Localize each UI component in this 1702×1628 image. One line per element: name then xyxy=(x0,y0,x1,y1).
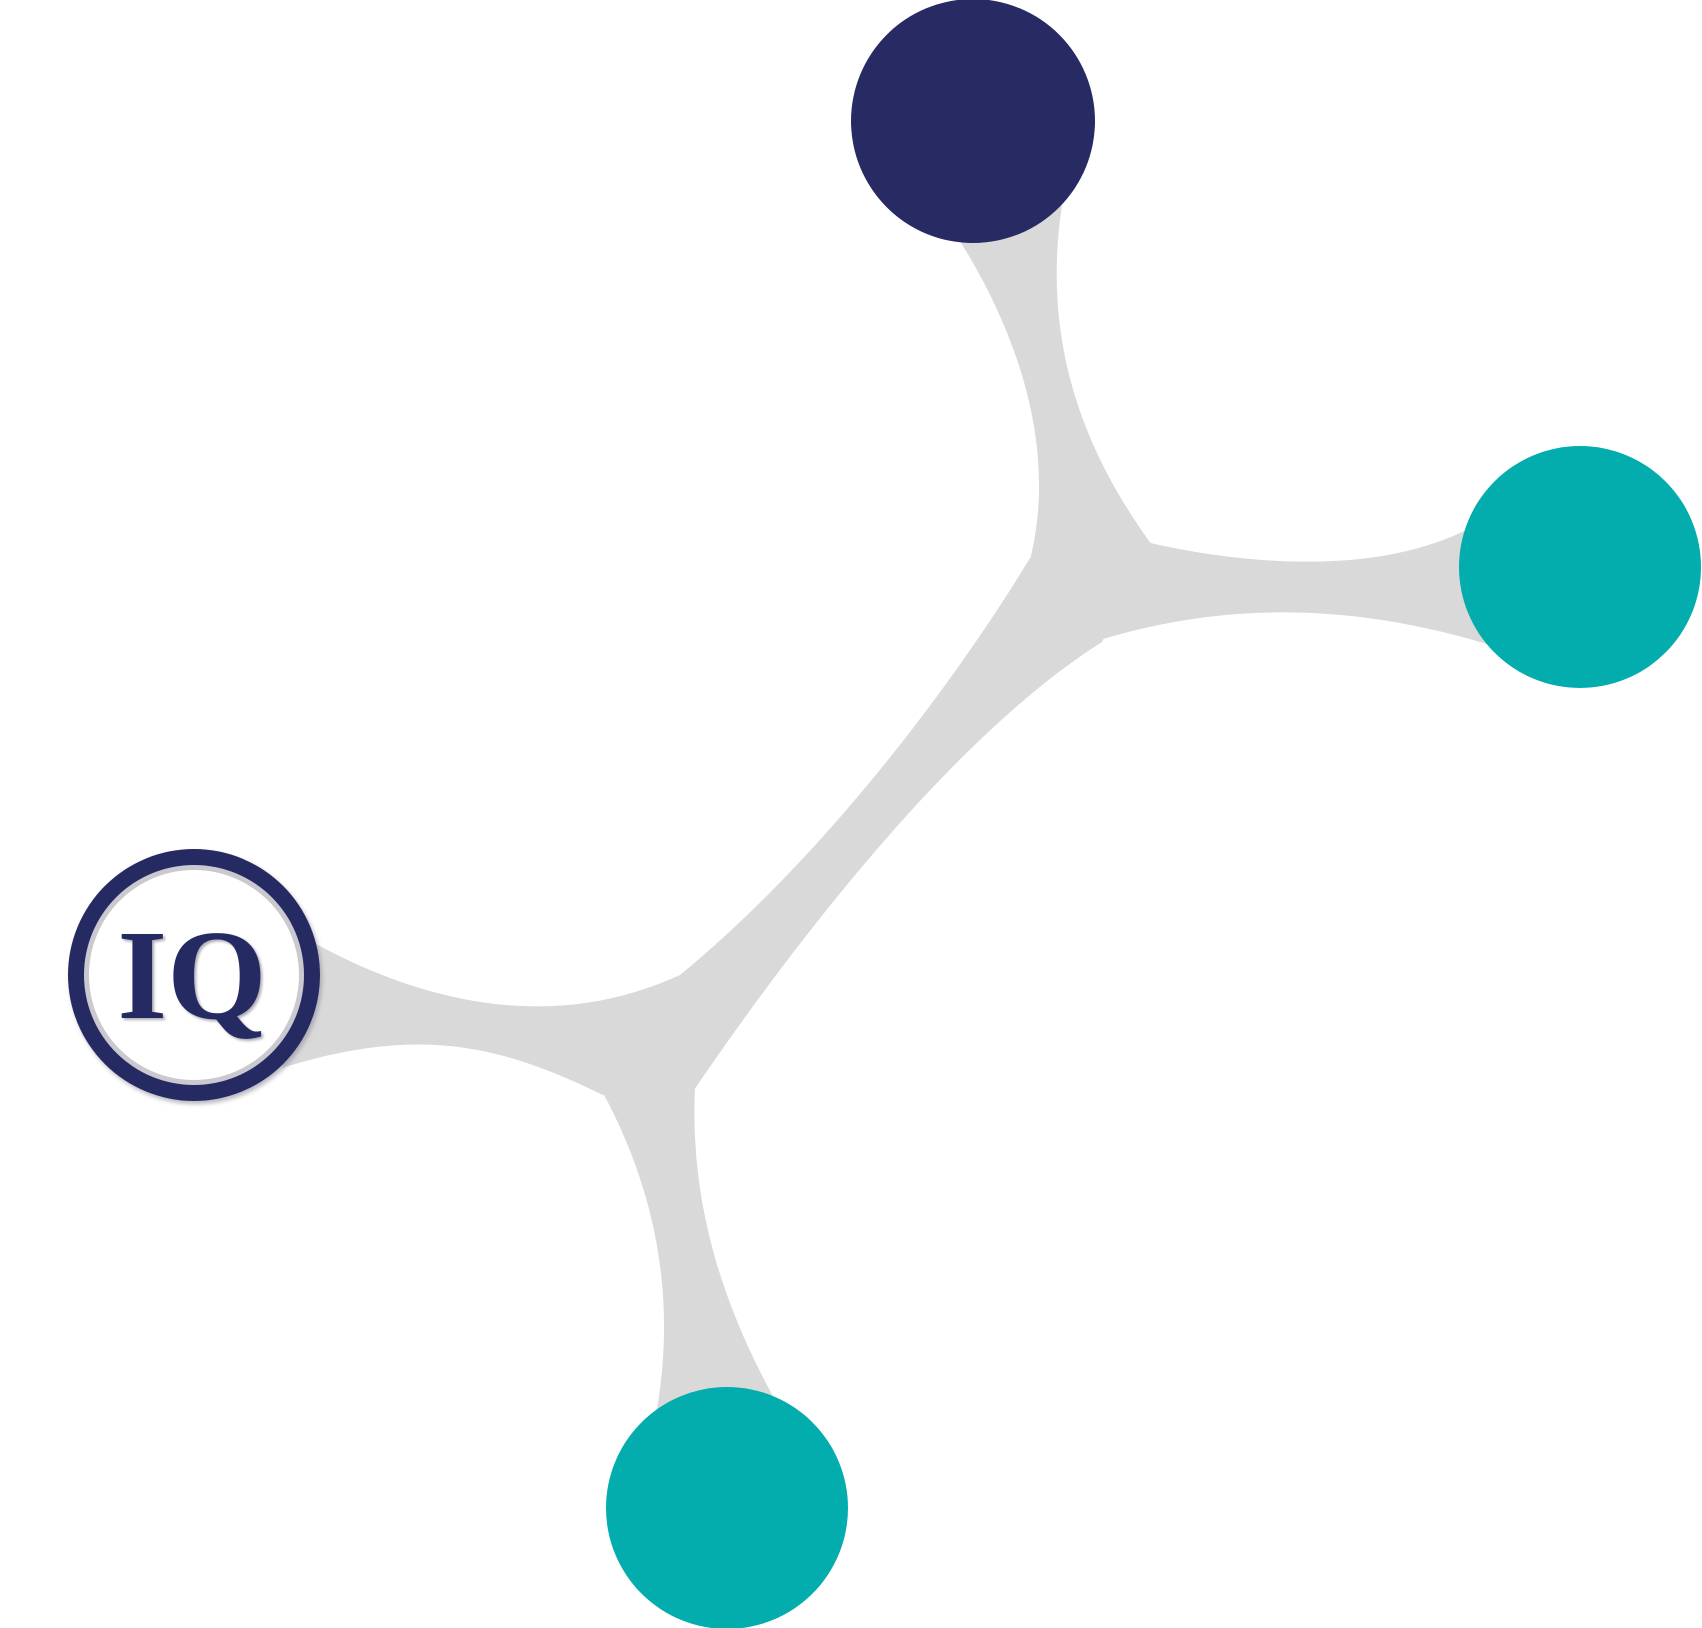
connector-right xyxy=(1100,528,1490,645)
node-top-navy xyxy=(851,0,1095,243)
connector-bottom xyxy=(603,1088,775,1420)
node-bottom-teal xyxy=(606,1387,848,1628)
connector-main xyxy=(602,545,1152,1095)
connectors xyxy=(282,205,1490,1420)
logo-face xyxy=(89,870,299,1080)
connector-top xyxy=(958,205,1152,560)
nodes xyxy=(606,0,1701,1628)
connector-logo xyxy=(282,935,680,1095)
logo-text: IQ xyxy=(117,904,266,1046)
iq-logo-icon xyxy=(68,849,320,1101)
node-right-teal xyxy=(1459,446,1701,688)
